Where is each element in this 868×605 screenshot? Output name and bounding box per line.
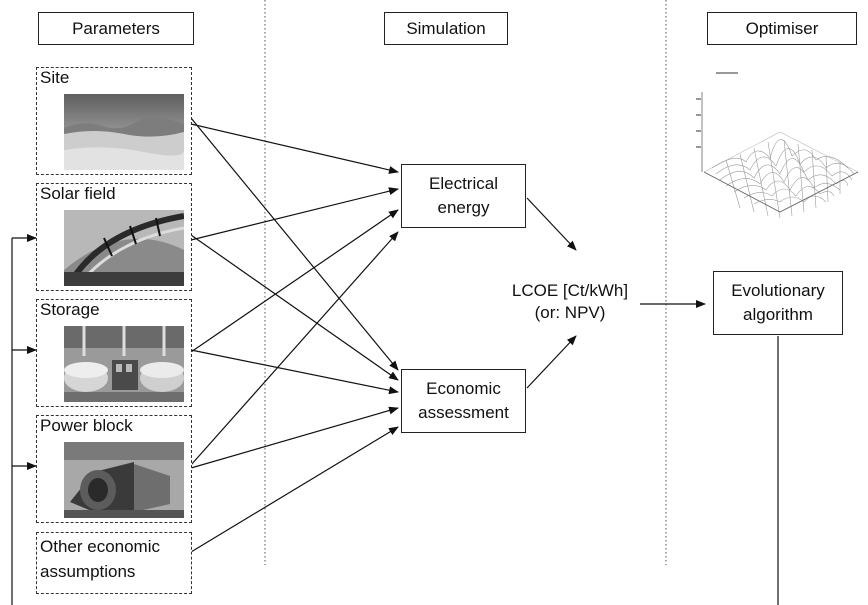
arrow-power-economic [190, 406, 399, 469]
lcoe-label-1: LCOE [Ct/kWh] [511, 281, 629, 300]
arrow-site-electrical [190, 123, 399, 174]
power-block-parameter-box: Power block [36, 415, 192, 523]
lcoe-label: LCOE [Ct/kWh] (or: NPV) [500, 280, 640, 324]
economic-assessment-box: Economic assessment [401, 369, 526, 433]
arrow-storage-economic [190, 349, 399, 395]
evolutionary-algorithm-label-1: Evolutionary [731, 281, 825, 300]
arrow-power-electrical [190, 231, 399, 466]
evolutionary-algorithm-box: Evolutionary algorithm [713, 271, 843, 335]
storage-label: Storage [40, 300, 100, 320]
arrow-economic-lcoe [526, 335, 577, 389]
arrow-storage-electrical [190, 209, 399, 353]
solar-field-parameter-box: Solar field [36, 183, 192, 291]
electrical-energy-label-1: Electrical [429, 174, 498, 193]
arrow-site-economic [190, 117, 399, 371]
electrical-energy-label-2: energy [437, 198, 490, 217]
feedback-arrows [12, 234, 37, 470]
arrow-solar-electrical [190, 187, 399, 241]
simulation-header: Simulation [384, 12, 508, 45]
storage-parameter-box: Storage [36, 299, 192, 407]
arrow-electrical-lcoe [526, 197, 577, 251]
site-label: Site [40, 68, 70, 88]
steam-turbine-photo [64, 442, 184, 518]
solar-field-label: Solar field [40, 184, 116, 204]
feedback-loop [11, 238, 779, 605]
3d-fitness-surface-plot [696, 62, 866, 262]
economic-assessment-label-2: assessment [418, 403, 509, 422]
lcoe-label-2: (or: NPV) [534, 303, 606, 322]
other-economic-assumptions-label: Other economic assumptions [40, 537, 160, 581]
site-parameter-box: Site [36, 67, 192, 175]
economic-assessment-label-1: Economic [426, 379, 501, 398]
storage-tanks-photo [64, 326, 184, 402]
parameters-header: Parameters [38, 12, 194, 45]
arrow-solar-economic [190, 234, 399, 381]
arrow-other-economic [190, 426, 399, 553]
desert-landscape-photo [64, 94, 184, 170]
other-economic-assumptions-box: Other economic assumptions [36, 532, 192, 594]
evolutionary-algorithm-label-2: algorithm [743, 305, 813, 324]
parabolic-trough-collector-photo [64, 210, 184, 286]
electrical-energy-box: Electrical energy [401, 164, 526, 228]
power-block-label: Power block [40, 416, 133, 436]
parameter-arrows [190, 117, 399, 553]
optimiser-header: Optimiser [707, 12, 857, 45]
